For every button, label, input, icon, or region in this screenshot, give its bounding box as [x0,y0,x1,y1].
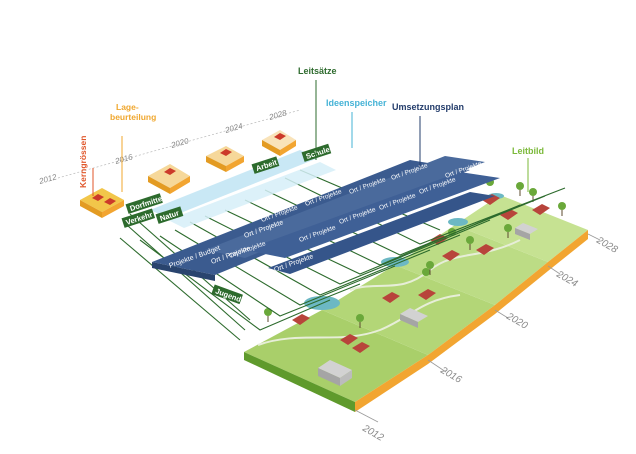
leader-lines [92,80,529,196]
front-year-2028: 2028 [594,235,620,256]
front-year-2016: 2016 [438,365,464,386]
heading-kerngroessen: Kerngrössen [78,136,88,188]
idea-strips [150,150,336,228]
heading-ideenspeicher: Ideenspeicher [326,98,387,108]
front-year-2020: 2020 [504,311,530,332]
tag-jugend: Jugend [211,284,243,304]
front-year-2012: 2012 [360,423,386,444]
small-tiles [80,130,296,218]
heading-umsetzungsplan: Umsetzungsplan [392,102,464,112]
project-blocks: Projekte / Budget Ort / Projekte Ort / P… [152,156,500,281]
landscape-blocks [244,178,588,412]
heading-leitsaetze: Leitsätze [298,66,337,76]
front-year-2024: 2024 [554,269,580,290]
back-year-2016: 2016 [113,152,134,166]
back-year-2020: 2020 [169,136,190,150]
back-year-2024: 2024 [223,121,244,135]
svg-text:Schule: Schule [305,145,331,161]
back-year-2028: 2028 [267,108,288,122]
heading-lagebeurteilung: Lage- beurteilung [110,102,156,122]
tag-verkehr: Verkehr [121,208,156,228]
back-year-2012: 2012 [37,172,58,186]
heading-leitbild: Leitbild [512,146,544,156]
